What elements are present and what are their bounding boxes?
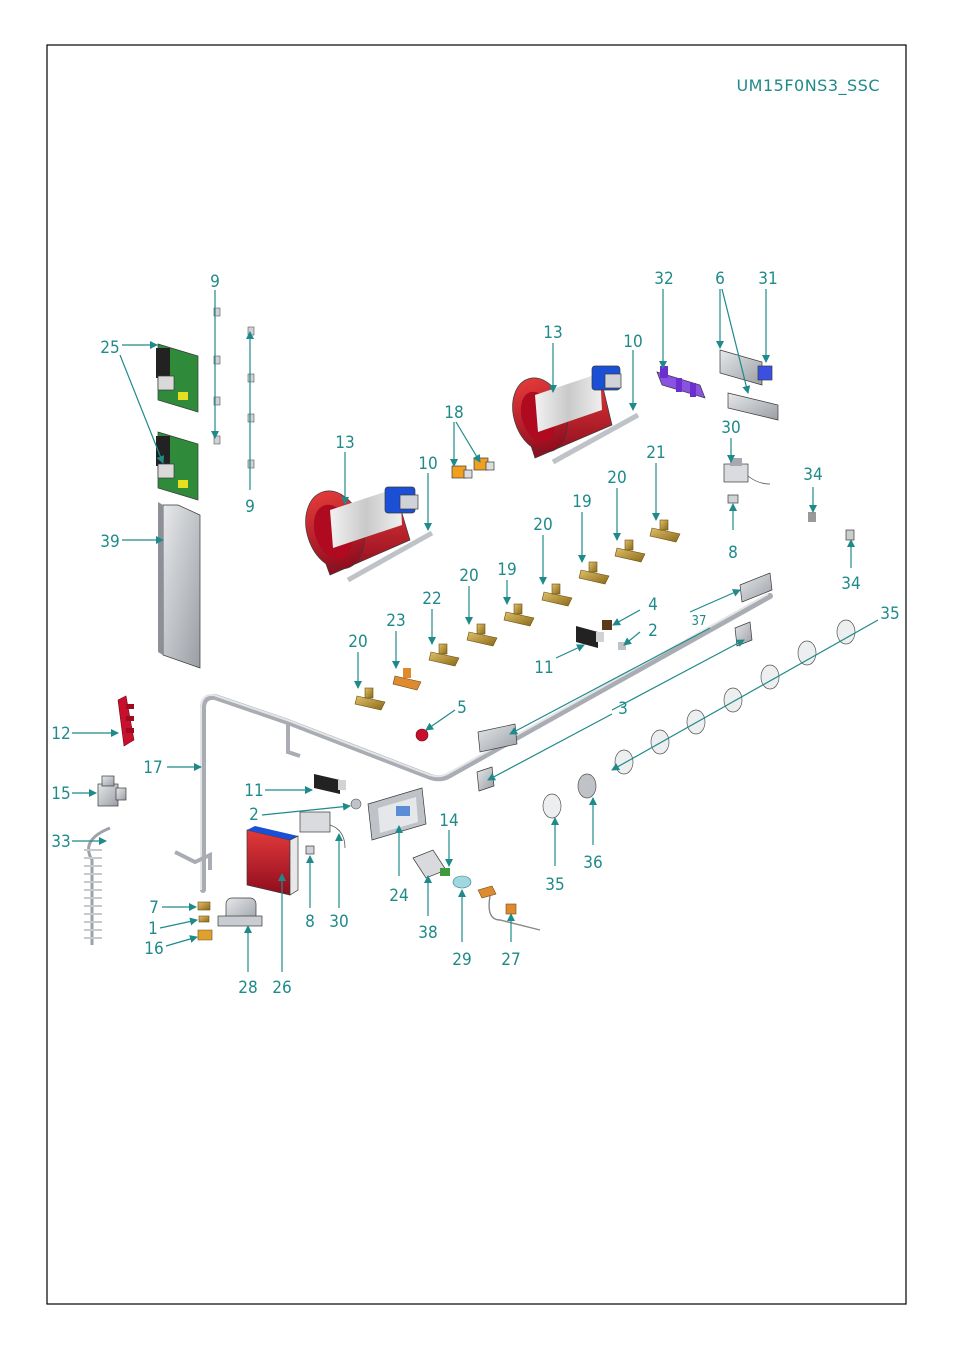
label-20-a: 20 [607, 468, 626, 488]
label-20-d: 20 [348, 632, 367, 652]
label-32: 32 [654, 269, 673, 289]
label-29: 29 [452, 950, 471, 970]
label-5: 5 [457, 698, 467, 718]
gas-regulator-part [217, 897, 263, 927]
label-6: 6 [715, 269, 725, 289]
label-1: 1 [148, 919, 158, 939]
pcb-spacer-part [213, 307, 255, 469]
gas-valve-part [354, 519, 681, 711]
part-labels: 9 9 25 39 13 13 10 10 18 32 6 31 30 8 34… [51, 269, 899, 998]
cover-plate-part [719, 349, 779, 421]
flex-hose-part [84, 826, 111, 945]
leader-lines [72, 288, 879, 972]
label-35-upper: 35 [880, 604, 899, 624]
label-27: 27 [501, 950, 520, 970]
label-10-right: 10 [623, 332, 642, 352]
label-23: 23 [386, 611, 405, 631]
label-30-lower: 30 [329, 912, 348, 932]
label-18: 18 [444, 403, 463, 423]
label-20-b: 20 [533, 515, 552, 535]
label-21: 21 [646, 443, 665, 463]
label-22: 22 [422, 589, 441, 609]
label-9-bottom: 9 [245, 497, 255, 517]
gas-manifold-pipe [174, 593, 773, 893]
label-7: 7 [149, 898, 159, 918]
label-25: 25 [100, 338, 119, 358]
pcb-board-part [156, 343, 199, 501]
label-11-lower: 11 [244, 781, 263, 801]
label-19-a: 19 [572, 492, 591, 512]
gas-valve-alt-part [392, 668, 422, 691]
label-17: 17 [143, 758, 162, 778]
label-26: 26 [272, 978, 291, 998]
label-24: 24 [389, 886, 408, 906]
label-2-lower: 2 [249, 805, 259, 825]
connector-strip-part [656, 366, 706, 399]
relay-part [723, 458, 855, 541]
label-13-left: 13 [335, 433, 354, 453]
ignition-module-part [314, 620, 626, 810]
control-box-part [246, 826, 299, 896]
label-36: 36 [583, 853, 602, 873]
label-11-upper: 11 [534, 658, 553, 678]
label-35-lower: 35 [545, 875, 564, 895]
label-31: 31 [758, 269, 777, 289]
control-knob-part [542, 619, 856, 819]
label-15: 15 [51, 784, 70, 804]
label-34-lower: 34 [841, 574, 860, 594]
label-9-top: 9 [210, 272, 220, 292]
label-3: 3 [618, 699, 628, 719]
tangential-blower-part [305, 486, 434, 583]
label-10-left: 10 [418, 454, 437, 474]
drawing-code: UM15F0NS3_SSC [736, 76, 880, 96]
label-20-c: 20 [459, 566, 478, 586]
label-38: 38 [418, 923, 437, 943]
label-28: 28 [238, 978, 257, 998]
label-37: 37 [692, 614, 707, 629]
drawing-frame [46, 44, 907, 1305]
label-39: 39 [100, 532, 119, 552]
terminal-block-part [117, 695, 135, 747]
label-8-upper: 8 [728, 543, 738, 563]
label-19-b: 19 [497, 560, 516, 580]
label-8-lower: 8 [305, 912, 315, 932]
label-4: 4 [648, 595, 658, 615]
label-12: 12 [51, 724, 70, 744]
label-2-upper: 2 [648, 621, 658, 641]
mounting-plate-part [158, 502, 201, 669]
label-16: 16 [144, 939, 163, 959]
label-34-upper: 34 [803, 465, 822, 485]
label-14: 14 [439, 811, 458, 831]
thermocouple-part [412, 849, 541, 931]
label-13-right: 13 [543, 323, 562, 343]
label-33: 33 [51, 832, 70, 852]
label-30-upper: 30 [721, 418, 740, 438]
pipe-fitting-part [197, 901, 213, 941]
tee-fitting-part [97, 775, 127, 807]
relay-part [299, 811, 346, 855]
tangential-blower-part [512, 365, 640, 465]
igniter-part [451, 457, 495, 479]
display-board-part [367, 787, 427, 841]
